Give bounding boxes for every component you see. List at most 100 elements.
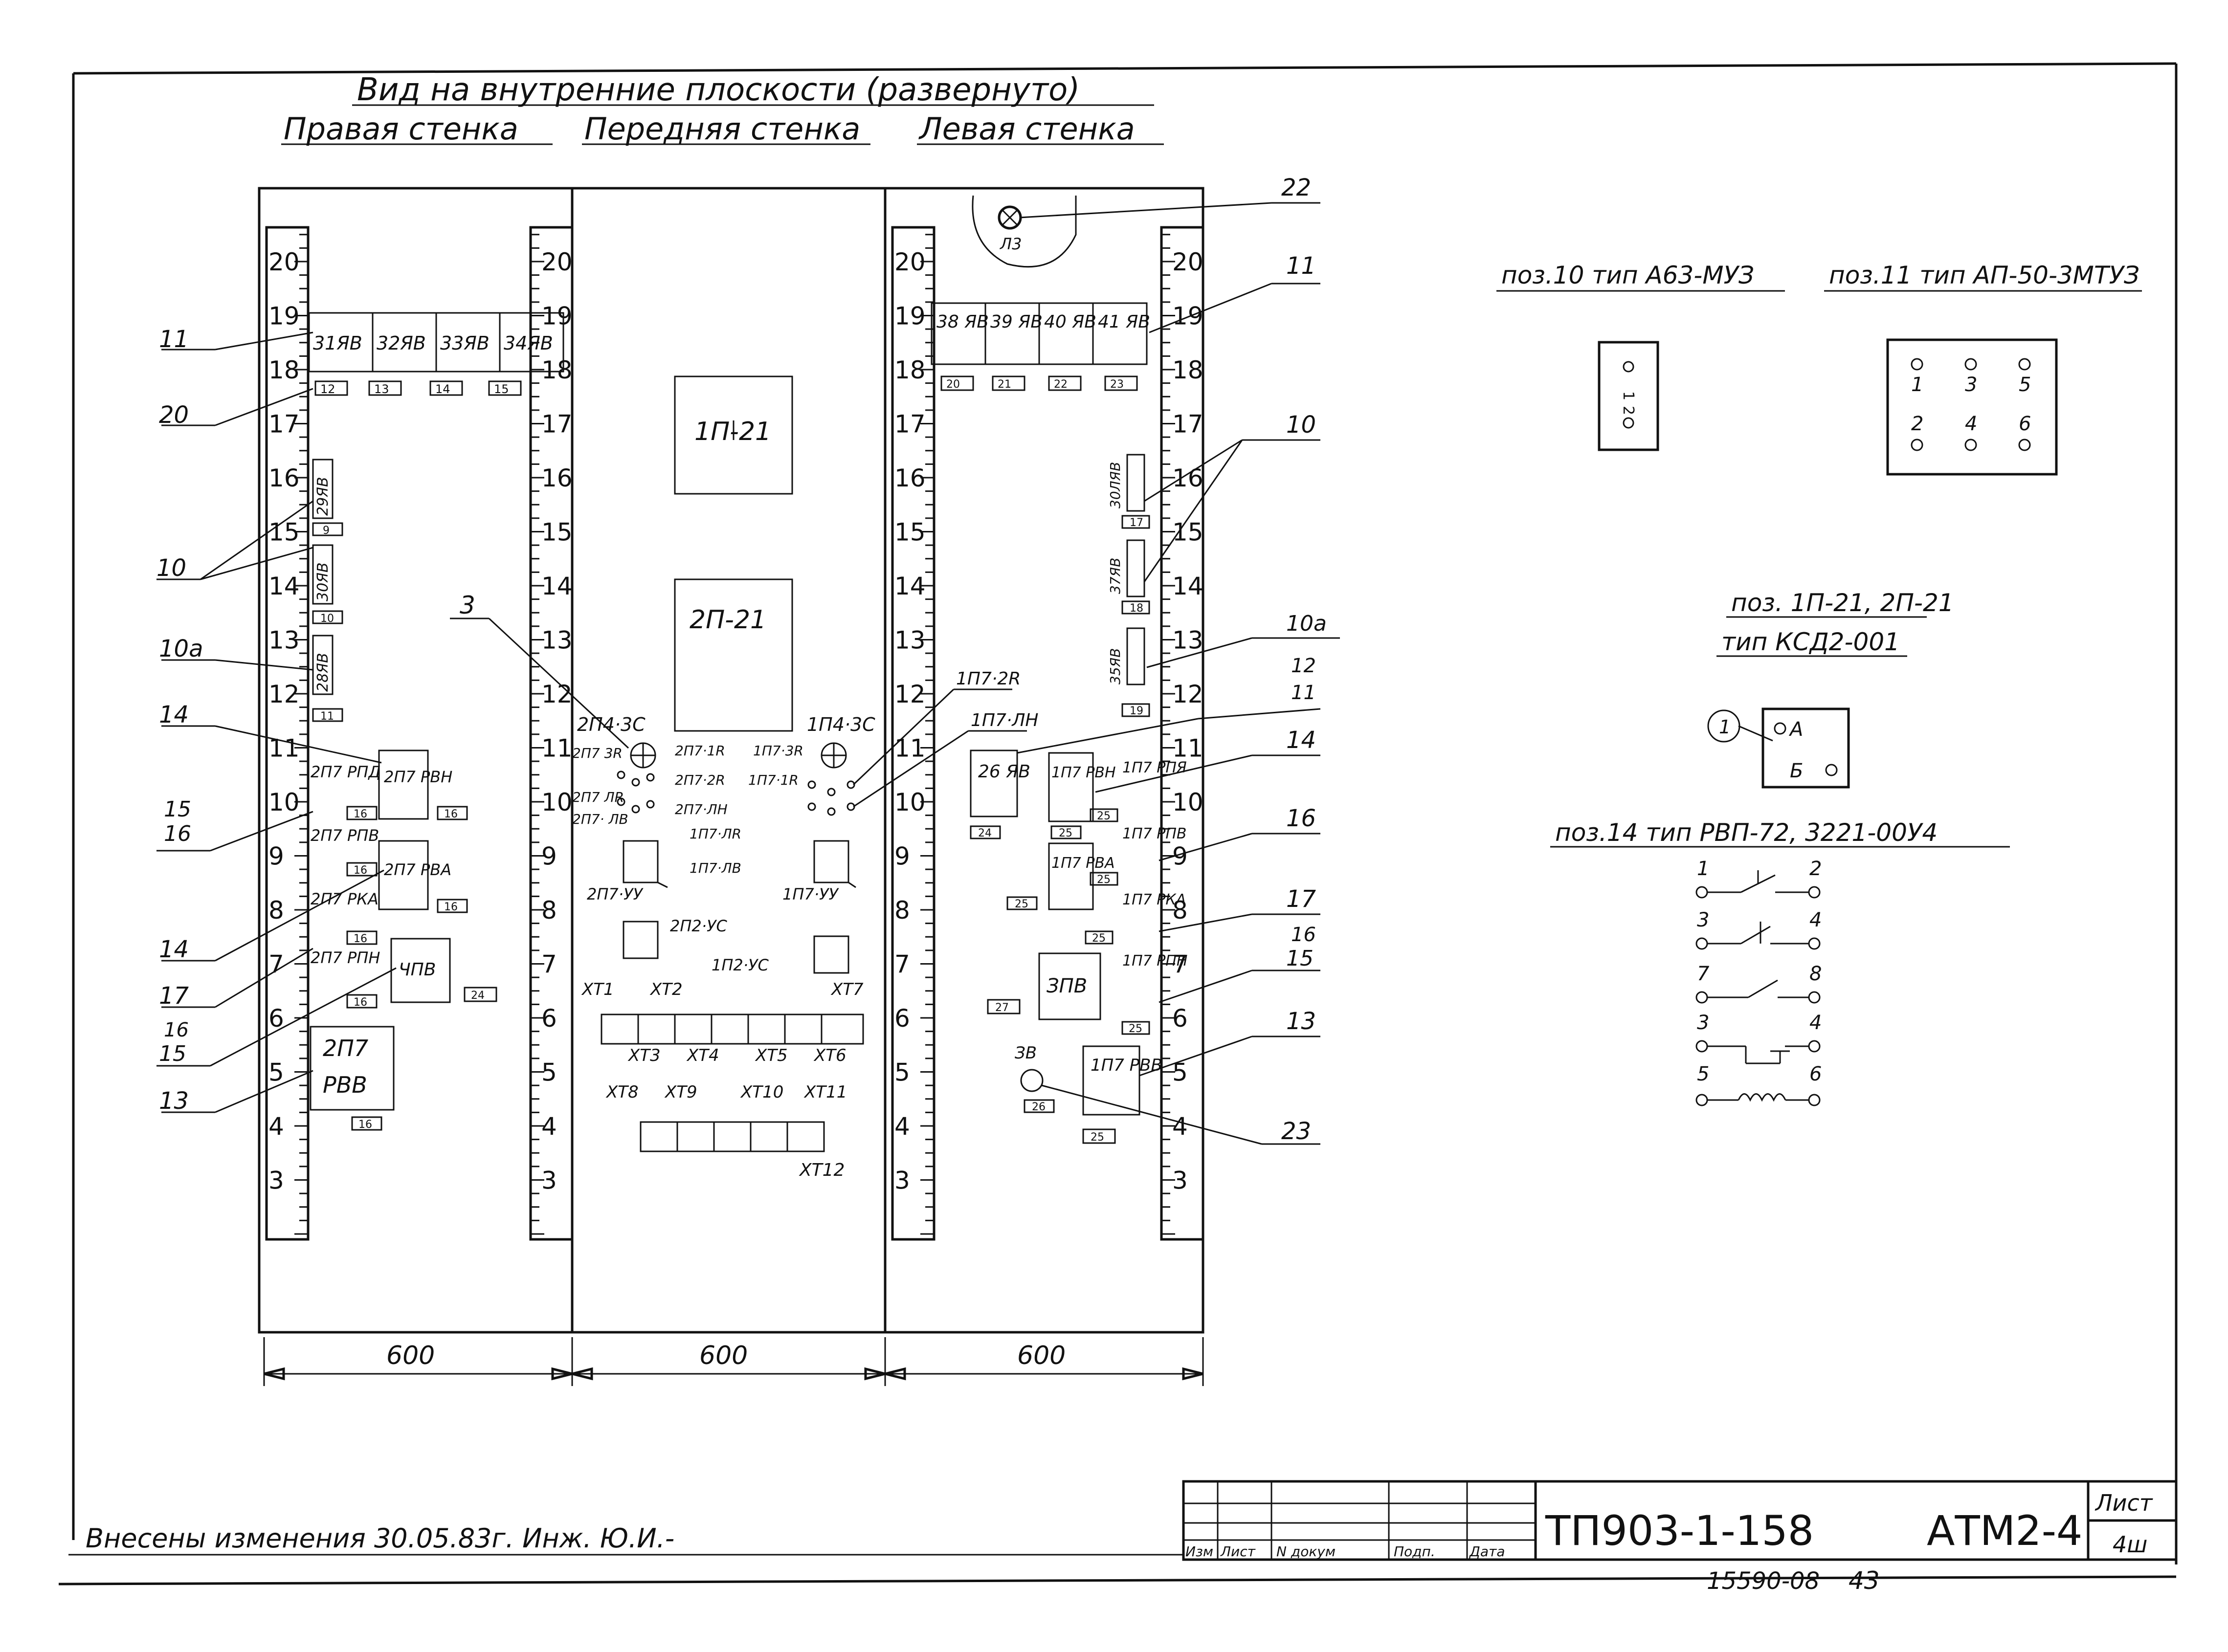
- rail-number: 14: [894, 572, 926, 600]
- rail-number: 17: [268, 410, 300, 439]
- legend-pos10: поз.10 тип А63-МУЗ: [1501, 261, 1754, 289]
- rail-number: 16: [541, 464, 573, 492]
- svg-text:1П4·3С: 1П4·3С: [807, 714, 875, 735]
- uy-1p7: [813, 840, 849, 883]
- relay-2p7-rvn: [378, 749, 429, 820]
- svg-text:37ЯВ: 37ЯВ: [1107, 558, 1123, 594]
- rail-number: 15: [1172, 518, 1203, 547]
- legend-pos-p21: поз. 1П-21, 2П-21: [1731, 589, 1954, 617]
- rail-number: 5: [1172, 1058, 1188, 1087]
- svg-text:4: 4: [1809, 1012, 1822, 1034]
- right-wall-panel: 31ЯВ 32ЯВ 33ЯВ 34ЯВ 12 13 14 15 29ЯВ 9 3…: [308, 312, 564, 1131]
- rail-number: 20: [1172, 248, 1203, 276]
- lamp-area: [972, 195, 1077, 268]
- rail-number: 12: [894, 680, 926, 708]
- rail-number: 16: [1172, 464, 1203, 492]
- breaker-28yav: 28ЯВ: [314, 653, 332, 692]
- rail-number: 11: [1172, 734, 1203, 763]
- relay-zpv: [1038, 952, 1101, 1020]
- svg-text:16: 16: [164, 821, 191, 846]
- relay-1p7-rvn: [1048, 752, 1094, 822]
- page-number: 43: [1849, 1566, 1880, 1595]
- svg-text:7: 7: [1697, 963, 1710, 985]
- relay-2p7-rvv: [310, 1026, 395, 1111]
- svg-text:1П7 РПН: 1П7 РПН: [1122, 952, 1187, 969]
- svg-text:16: 16: [1286, 805, 1316, 832]
- breaker-33yav: 33ЯВ: [440, 332, 490, 354]
- relay-2p7-rva: [378, 840, 429, 910]
- svg-text:3: 3: [1697, 909, 1709, 931]
- svg-text:17: 17: [1130, 517, 1143, 529]
- svg-text:23: 23: [1110, 378, 1124, 391]
- rail-number: 20: [268, 248, 300, 276]
- svg-text:1П7·ЛН: 1П7·ЛН: [971, 710, 1038, 730]
- svg-text:Подп.: Подп.: [1394, 1543, 1435, 1560]
- relay-2p7-rka: 2П7 РКА: [311, 890, 379, 908]
- svg-text:10: 10: [156, 554, 186, 582]
- svg-text:2П7·УУ: 2П7·УУ: [587, 885, 644, 903]
- rail-number: 10: [894, 788, 926, 816]
- svg-text:4: 4: [1965, 413, 1977, 435]
- svg-text:Лист: Лист: [2094, 1490, 2153, 1516]
- svg-text:1П7·ЛR: 1П7·ЛR: [690, 826, 741, 842]
- svg-text:ЗПВ: ЗПВ: [1047, 975, 1087, 997]
- frame-bottom: [58, 1575, 2177, 1586]
- legend-ksd-symbol: [1761, 707, 1850, 789]
- svg-text:XT12: XT12: [799, 1160, 845, 1180]
- svg-text:2П7 РВН: 2П7 РВН: [384, 768, 452, 786]
- svg-text:1П7·УУ: 1П7·УУ: [782, 885, 839, 903]
- rail-number: 15: [268, 518, 300, 547]
- svg-text:XT6: XT6: [813, 1046, 847, 1065]
- svg-text:30ЛЯВ: 30ЛЯВ: [1107, 462, 1123, 508]
- svg-text:16: 16: [354, 933, 367, 945]
- frame-top: [73, 62, 2177, 75]
- svg-text:10а: 10а: [159, 635, 203, 662]
- svg-text:25: 25: [1059, 827, 1072, 839]
- svg-text:12: 12: [1291, 655, 1316, 677]
- svg-text:16: 16: [358, 1119, 372, 1131]
- rail-number: 16: [894, 464, 926, 492]
- svg-text:XT7: XT7: [830, 980, 864, 999]
- rail-number: 20: [894, 248, 926, 276]
- uy-2p7: [623, 840, 659, 883]
- svg-text:11: 11: [1291, 682, 1316, 704]
- relay-2p7-rpn: 2П7 РПН: [311, 948, 380, 967]
- rail-number: 3: [268, 1167, 284, 1195]
- legend-a63-symbol: [1598, 341, 1659, 451]
- svg-text:21: 21: [998, 378, 1011, 391]
- svg-text:16: 16: [164, 1019, 189, 1041]
- rail-number: 13: [268, 626, 300, 655]
- rail-number: 18: [1172, 356, 1203, 384]
- svg-text:26 ЯВ: 26 ЯВ: [978, 762, 1030, 782]
- svg-text:3: 3: [1697, 1012, 1709, 1034]
- svg-text:А: А: [1788, 718, 1803, 741]
- svg-text:2П2·УС: 2П2·УС: [670, 917, 727, 935]
- rail-number: 6: [894, 1004, 910, 1033]
- legend-pos14: поз.14 тип РВП-72, 3221-00У4: [1555, 818, 1938, 847]
- svg-text:24: 24: [471, 990, 485, 1002]
- svg-text:10: 10: [1286, 411, 1316, 439]
- svg-text:16: 16: [354, 808, 367, 820]
- button-3v: [1020, 1069, 1044, 1092]
- svg-text:1П7·1R: 1П7·1R: [748, 772, 799, 788]
- svg-text:1П7 РВВ: 1П7 РВВ: [1091, 1056, 1162, 1075]
- svg-text:2П7· ЛВ: 2П7· ЛВ: [572, 811, 628, 827]
- svg-text:XT8: XT8: [605, 1082, 639, 1102]
- rail-number: 15: [894, 518, 926, 547]
- title-block: Изм Лист N докум Подп. Дата ТП903-1-158 …: [1182, 1480, 2178, 1595]
- svg-text:25: 25: [1092, 932, 1106, 945]
- revision-note: Внесены изменения 30.05.83г. Инж. Ю.И.-: [86, 1523, 674, 1554]
- rail-number: 16: [268, 464, 300, 492]
- svg-text:1П7 РПВ: 1П7 РПВ: [1122, 825, 1187, 842]
- rail-number: 12: [268, 680, 300, 708]
- svg-text:1: 1: [1911, 374, 1923, 396]
- svg-text:15: 15: [1286, 946, 1314, 971]
- rail-number: 5: [541, 1058, 557, 1087]
- svg-text:15: 15: [494, 382, 509, 396]
- svg-text:1П7·ЛВ: 1П7·ЛВ: [690, 860, 741, 876]
- svg-text:14: 14: [159, 701, 189, 728]
- header-left-wall: Левая стенка: [918, 111, 1135, 147]
- svg-text:XT4: XT4: [686, 1046, 719, 1065]
